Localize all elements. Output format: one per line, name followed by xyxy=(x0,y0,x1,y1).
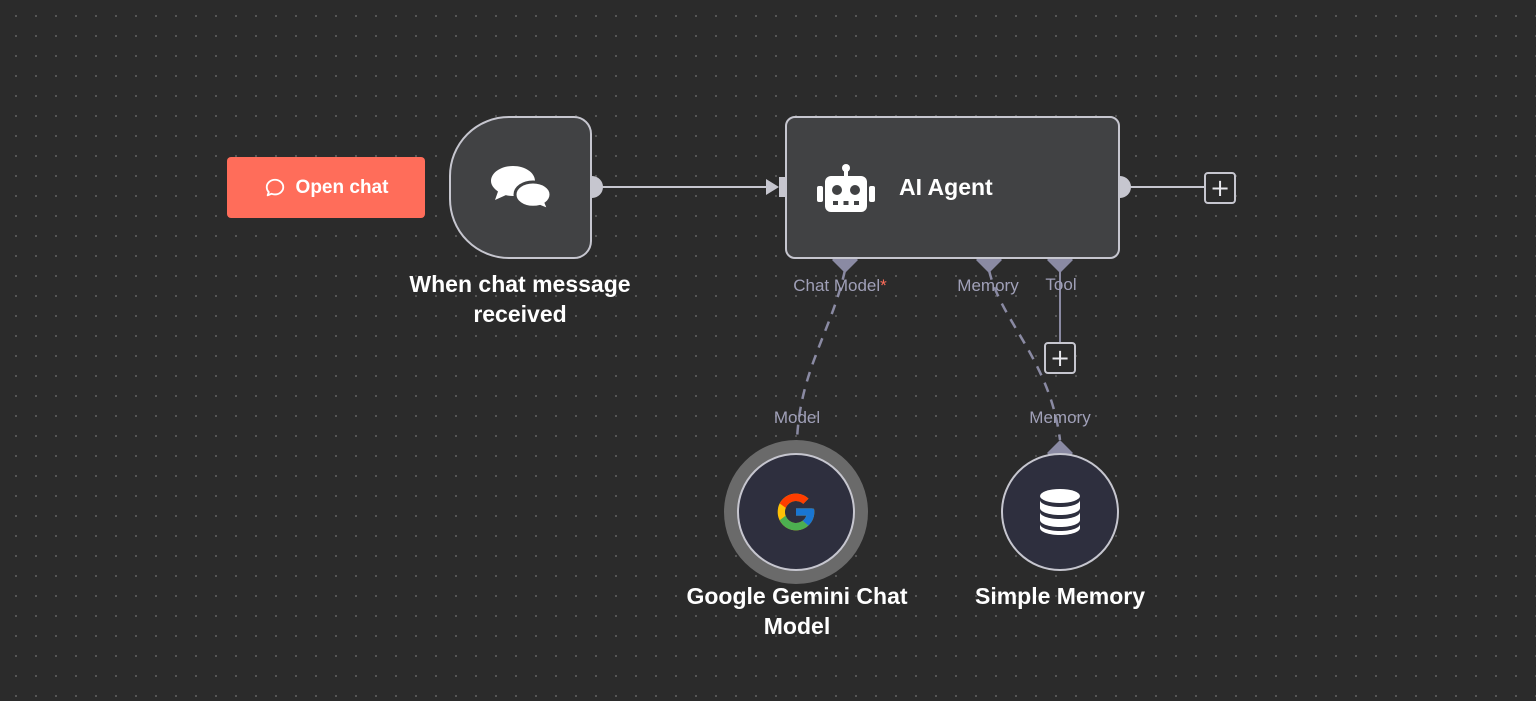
chat-bubbles-icon xyxy=(490,165,553,213)
gemini-node-label: Google Gemini Chat Model xyxy=(686,583,908,639)
connection-arrowhead xyxy=(766,179,779,195)
connection-memory-dashed xyxy=(987,269,1062,441)
memory-handle-label: Memory xyxy=(957,276,1019,295)
tool-handle-label: Tool xyxy=(1045,275,1077,294)
simple-memory-node[interactable] xyxy=(1001,453,1119,571)
ai-agent-node[interactable]: AI Agent xyxy=(785,116,1120,259)
google-gemini-node[interactable] xyxy=(737,453,855,571)
open-chat-label: Open chat xyxy=(295,176,389,198)
chat-model-label-text: Chat Model xyxy=(793,276,881,295)
chat-bubble-icon xyxy=(265,178,284,196)
chat-trigger-node[interactable] xyxy=(449,116,592,259)
simple-memory-label: Simple Memory xyxy=(975,583,1145,609)
database-icon xyxy=(1040,489,1080,535)
trigger-node-label: When chat message received xyxy=(409,271,631,327)
add-tool-button[interactable]: + xyxy=(1044,342,1076,374)
ai-agent-title: AI Agent xyxy=(899,174,993,200)
agent-input-handle xyxy=(779,177,789,197)
open-chat-button[interactable]: Open chat xyxy=(227,157,425,218)
model-handle-label: Model xyxy=(773,408,821,427)
robot-icon xyxy=(817,164,875,212)
required-marker: * xyxy=(880,276,887,295)
connection-model-dashed xyxy=(795,269,847,441)
memory-input-handle-label: Memory xyxy=(1029,408,1091,427)
chat-model-handle-label: Chat Model* xyxy=(793,276,887,296)
google-icon xyxy=(777,493,815,531)
add-node-output-button[interactable]: + xyxy=(1204,172,1236,204)
